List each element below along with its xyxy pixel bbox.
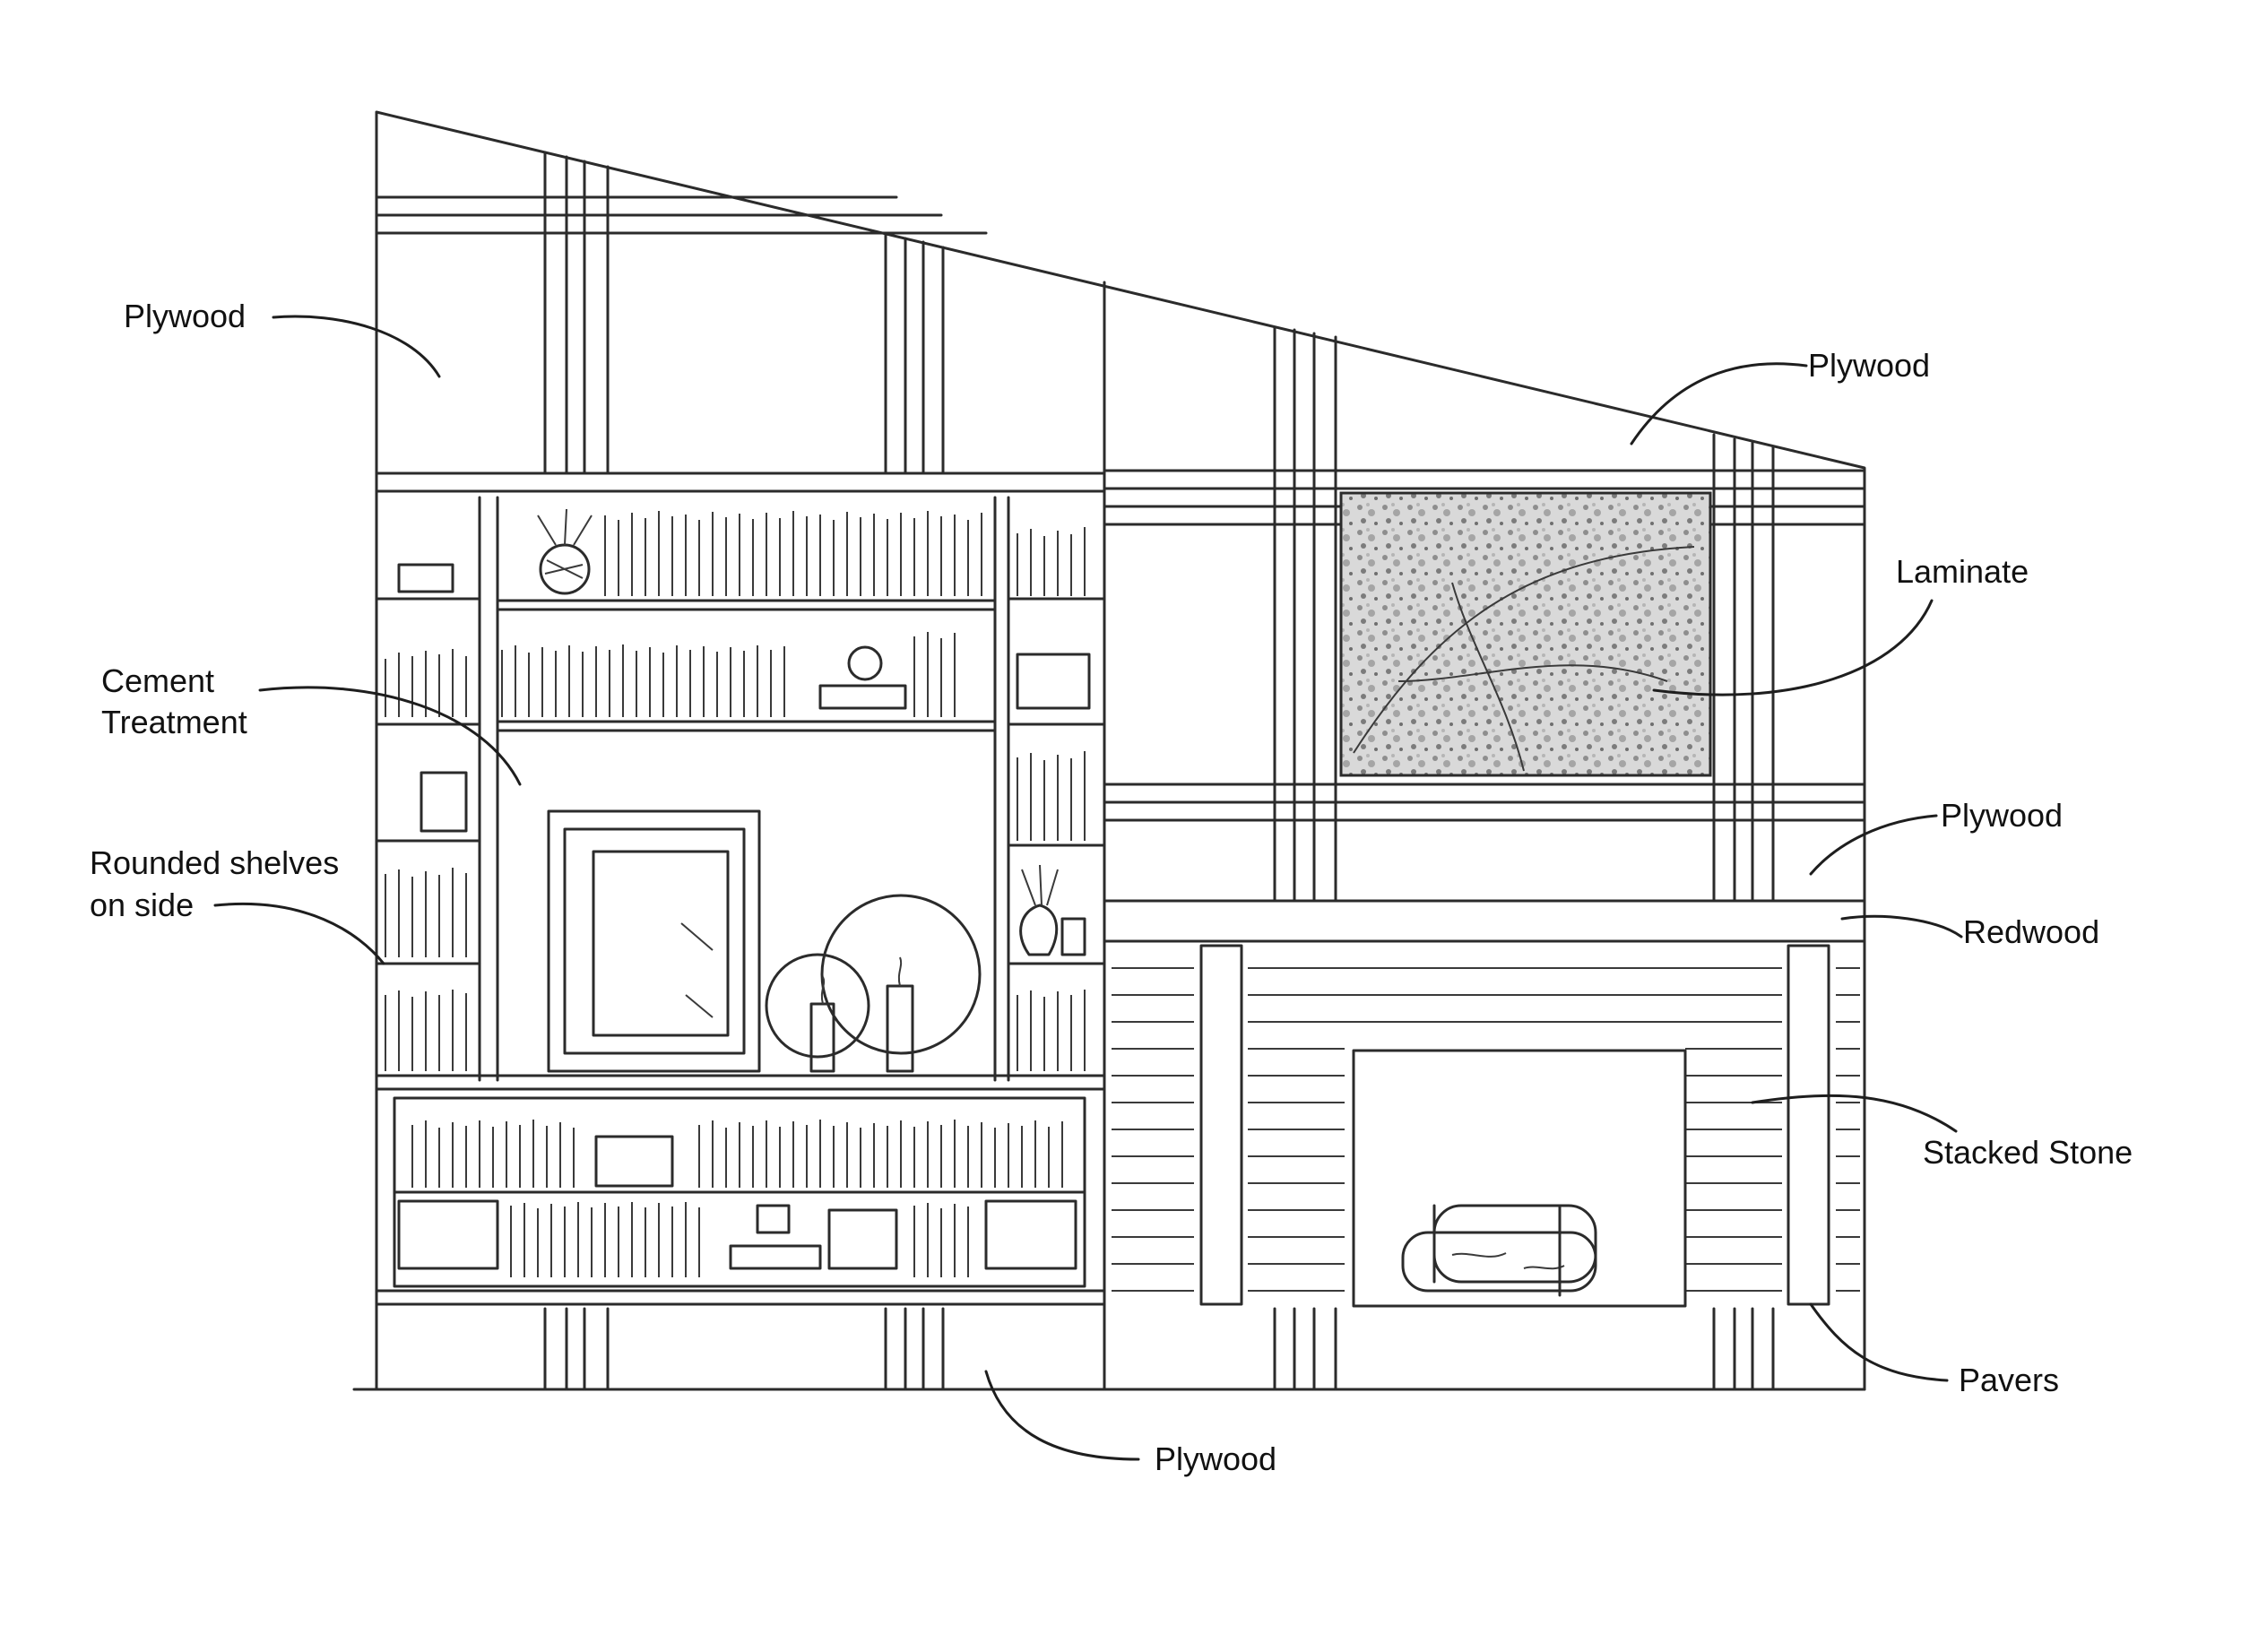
mirror-and-candles: [547, 809, 982, 1073]
left-bookcase: [375, 496, 1106, 1082]
label-plywood-top-left: Plywood: [124, 298, 246, 334]
leader-plywood-top-left: [272, 315, 441, 378]
label-plywood-top-right: Plywood: [1808, 347, 1930, 384]
leader-plywood-top-right: [1630, 362, 1808, 445]
label-redwood: Redwood: [1963, 913, 2099, 950]
leader-rounded-shelves: [213, 903, 385, 965]
leader-redwood: [1840, 914, 1963, 938]
leader-cement: [258, 686, 522, 786]
leader-plywood-bottom: [984, 1370, 1140, 1461]
vertical-battens-left: [543, 151, 945, 475]
label-plywood-bottom: Plywood: [1155, 1440, 1276, 1477]
label-plywood-mid-right: Plywood: [1941, 797, 2063, 834]
leader-lines: [213, 315, 1963, 1461]
lower-cabinet: [375, 1074, 1106, 1306]
label-pavers: Pavers: [1959, 1362, 2059, 1398]
label-cement-line1: Cement: [101, 662, 214, 699]
label-rounded-line2: on side: [90, 887, 194, 923]
decor-objects: [397, 508, 1091, 956]
label-stacked-stone: Stacked Stone: [1923, 1134, 2133, 1171]
leader-plywood-mid-right: [1809, 814, 1938, 876]
label-rounded-line1: Rounded shelves: [90, 844, 339, 881]
bottom-battens: [543, 1307, 1775, 1391]
leader-laminate: [1652, 599, 1934, 696]
battens-right: [1103, 325, 1866, 903]
label-cement-line2: Treatment: [101, 704, 247, 740]
callout-labels: Plywood Plywood Laminate Cement Treatmen…: [90, 298, 2133, 1477]
books: [385, 511, 1086, 1071]
leader-pavers: [1809, 1302, 1949, 1382]
window-laminate: [1339, 491, 1712, 786]
fireplace: [1103, 899, 1866, 1308]
leader-stacked-stone: [1751, 1094, 1958, 1133]
label-laminate: Laminate: [1896, 553, 2029, 590]
upper-battens-left: [375, 195, 1106, 493]
